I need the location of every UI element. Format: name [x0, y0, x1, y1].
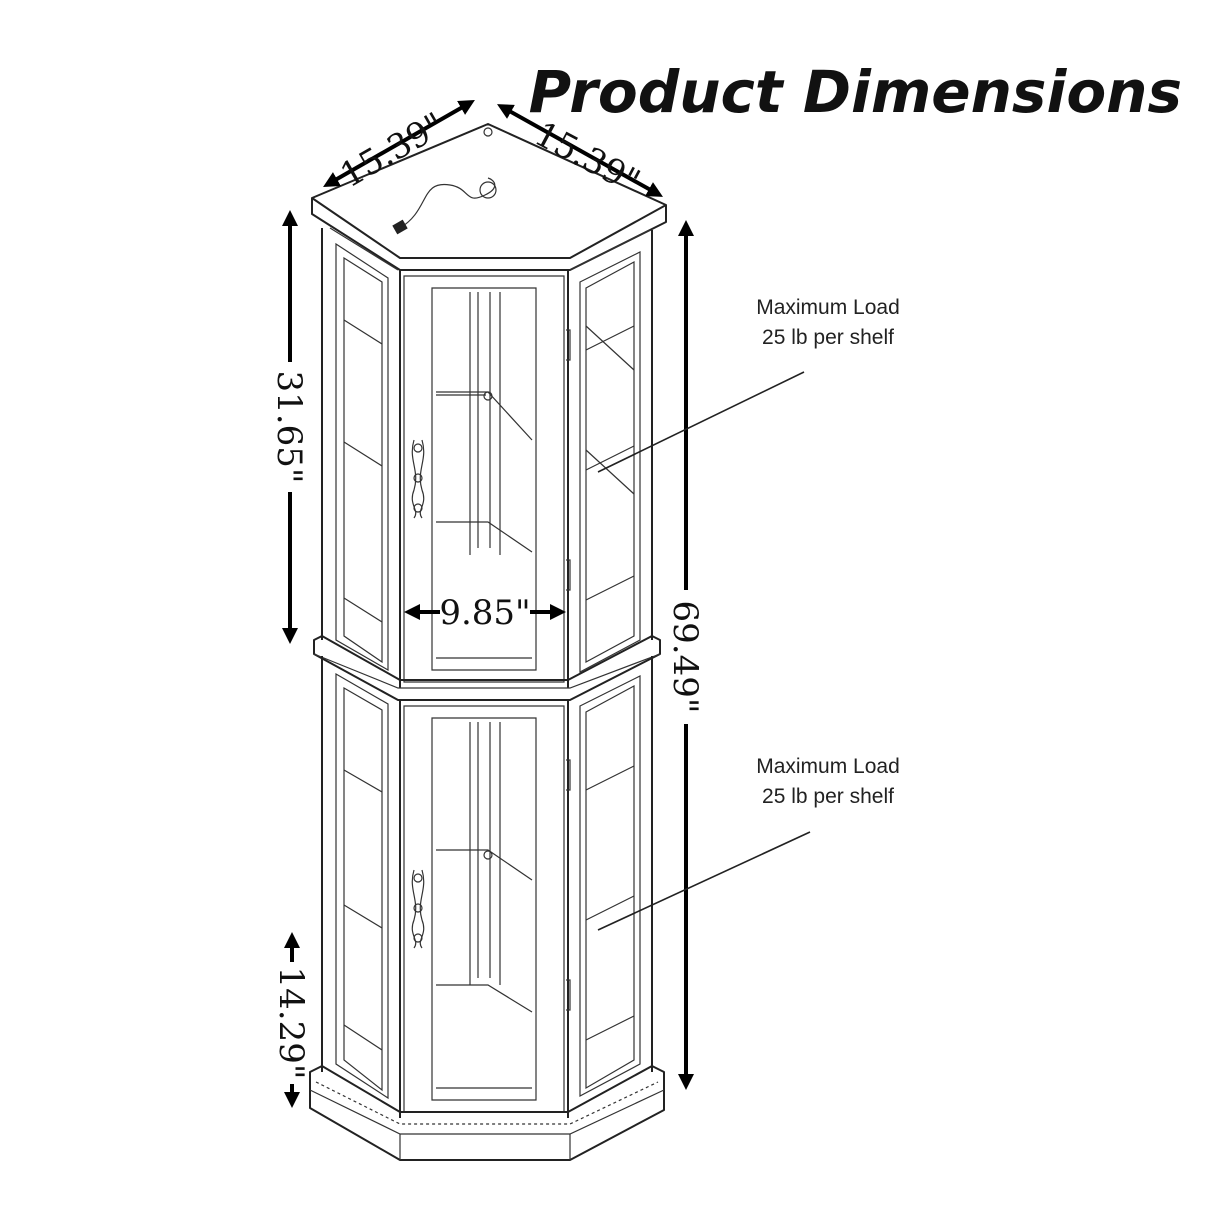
- top-right-depth-label: 15.39": [528, 114, 647, 202]
- upper-door: [403, 275, 565, 683]
- base-height-label: 14.29": [271, 967, 311, 1080]
- top-crown-molding: [311, 198, 667, 271]
- top-right-depth-arrow: [497, 104, 663, 197]
- load-note-lower-leader: [597, 831, 811, 931]
- top-hole: [483, 127, 493, 137]
- inner-width-label: 9.85": [439, 593, 530, 633]
- power-cord-icon: [392, 177, 497, 235]
- page-title: Product Dimensions: [529, 58, 1182, 126]
- total-height-label: 69.49": [665, 601, 705, 714]
- door-handle-icon: [411, 869, 425, 949]
- lower-door: [403, 705, 565, 1113]
- door-handle-icon: [411, 439, 425, 519]
- top-left-depth-label: 15.39": [334, 105, 452, 196]
- middle-molding: [313, 635, 661, 701]
- load-note-upper-line1: Maximum Load: [756, 296, 900, 319]
- upper-height-label: 31.65": [269, 371, 309, 484]
- load-note-upper-leader: [597, 371, 805, 473]
- load-note-lower-line1: Maximum Load: [756, 755, 900, 778]
- cabinet-outline: [309, 123, 667, 1161]
- cabinet-base: [309, 1065, 665, 1161]
- load-note-upper-line2: 25 lb per shelf: [762, 326, 894, 349]
- load-note-lower-line2: 25 lb per shelf: [762, 785, 894, 808]
- top-left-depth-arrow: [323, 100, 475, 187]
